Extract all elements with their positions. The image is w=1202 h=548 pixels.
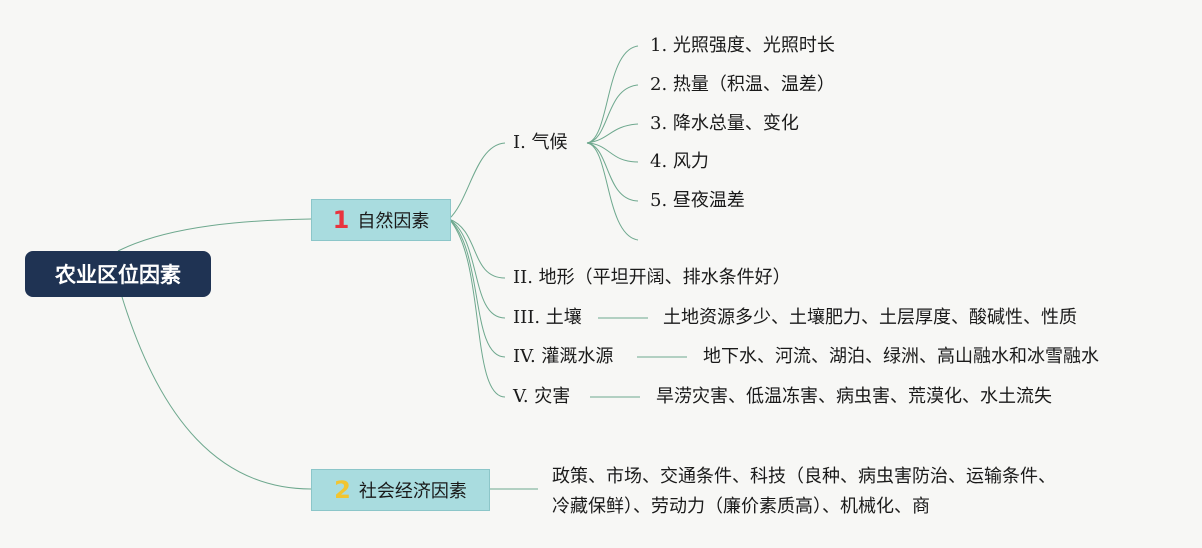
terrain-node[interactable]: II. 地形（平坦开阔、排水条件好） xyxy=(513,267,791,288)
climate-item-3[interactable]: 3. 降水总量、变化 xyxy=(650,113,799,134)
edge-climate-item5 xyxy=(586,142,639,202)
disaster-detail[interactable]: 旱涝灾害、低温冻害、病虫害、荒漠化、水土流失 xyxy=(656,386,1052,407)
social-number: 2 xyxy=(334,476,351,504)
edge-natural-soil xyxy=(448,218,506,319)
edge-climate-item3 xyxy=(586,123,639,144)
natural-factors-node[interactable]: 1 自然因素 xyxy=(311,199,451,241)
edge-root-social xyxy=(121,296,312,490)
edge-natural-climate xyxy=(448,142,506,220)
climate-item-5[interactable]: 5. 昼夜温差 xyxy=(650,190,745,211)
edge-root-natural xyxy=(117,218,312,252)
natural-label: 自然因素 xyxy=(357,211,430,232)
irrigation-node[interactable]: IV. 灌溉水源 xyxy=(513,346,614,367)
disaster-node[interactable]: V. 灾害 xyxy=(513,386,571,407)
root-label: 农业区位因素 xyxy=(55,263,181,287)
climate-item-2[interactable]: 2. 热量（积温、温差） xyxy=(650,74,835,95)
edge-natural-irrigation xyxy=(448,218,506,358)
social-detail[interactable]: 政策、市场、交通条件、科技（良种、病虫害防治、运输条件、冷藏保鲜）、劳动力（廉价… xyxy=(552,466,1056,517)
soil-node[interactable]: III. 土壤 xyxy=(513,307,582,328)
natural-number: 1 xyxy=(332,206,350,234)
edge-natural-terrain xyxy=(448,218,506,279)
climate-item-4[interactable]: 4. 风力 xyxy=(650,151,709,172)
edge-climate-item1 xyxy=(586,45,639,144)
social-label: 社会经济因素 xyxy=(358,481,467,502)
edge-natural-disaster xyxy=(448,218,506,398)
soil-detail[interactable]: 土地资源多少、土壤肥力、土层厚度、酸碱性、性质 xyxy=(663,307,1077,328)
edge-climate-item4 xyxy=(586,142,639,163)
edge-climate-item2 xyxy=(586,84,639,144)
edge-climate-item6 xyxy=(586,142,639,241)
climate-item-1[interactable]: 1. 光照强度、光照时长 xyxy=(650,35,835,56)
irrigation-detail[interactable]: 地下水、河流、湖泊、绿洲、高山融水和冰雪融水 xyxy=(703,346,1099,367)
social-factors-node[interactable]: 2 社会经济因素 xyxy=(311,469,490,511)
climate-node[interactable]: I. 气候 xyxy=(513,132,568,153)
root-node[interactable]: 农业区位因素 xyxy=(25,251,211,297)
